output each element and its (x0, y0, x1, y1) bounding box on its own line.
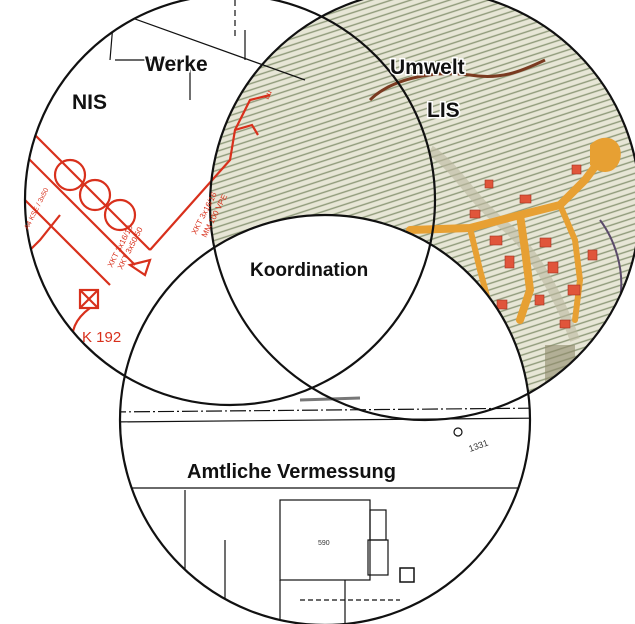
label-amtliche-vermessung: Amtliche Vermessung (187, 461, 396, 483)
k-label: K 192 (82, 329, 121, 346)
building-number: 590 (318, 540, 330, 547)
label-koordination: Koordination (250, 260, 368, 281)
label-umwelt: Umwelt (390, 56, 465, 79)
cable-label-e: A4 KSE / 3x50 (24, 187, 51, 231)
label-lis: LIS (427, 99, 460, 122)
label-nis: NIS (72, 91, 107, 114)
label-werke: Werke (145, 53, 208, 76)
